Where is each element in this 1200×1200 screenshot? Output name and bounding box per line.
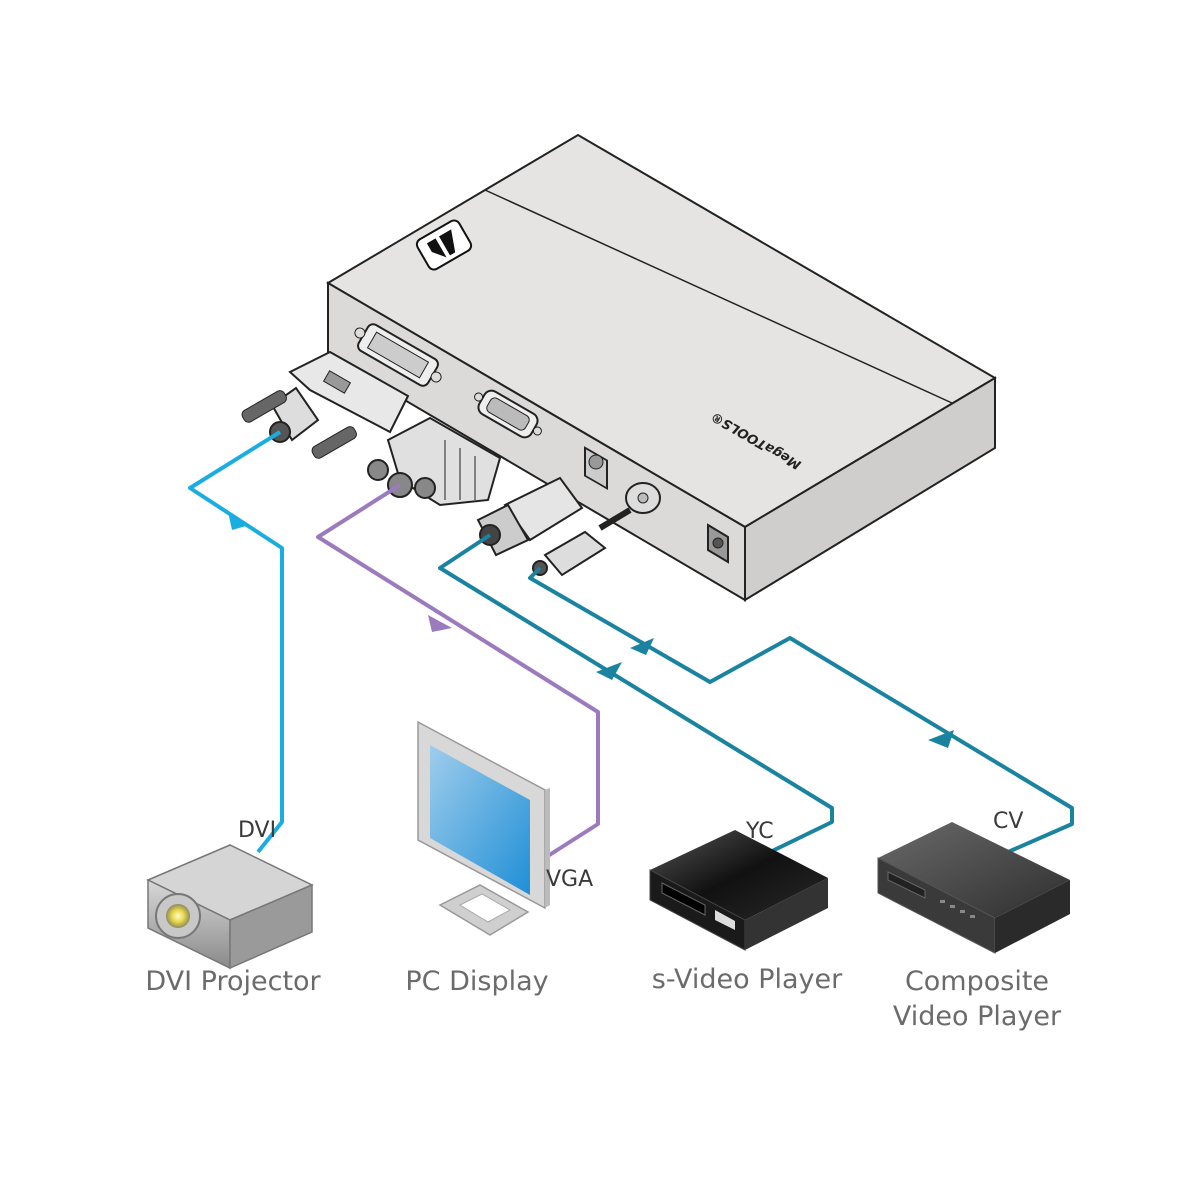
dvi-arrow-icon — [228, 512, 246, 530]
yc-cable — [438, 533, 834, 858]
monitor-icon — [417, 720, 550, 936]
device-lid-seam — [484, 189, 953, 404]
dvi-cable-label: DVI — [238, 818, 276, 843]
display-label: PC Display — [405, 966, 548, 997]
svideo-label: s-Video Player — [652, 964, 843, 995]
composite-label-line1: Composite — [905, 966, 1049, 997]
kramer-logo-icon — [415, 219, 473, 271]
cv-arrow-icon — [630, 638, 654, 655]
yc-arrow-icon — [596, 662, 622, 680]
cv-cable — [528, 566, 1074, 854]
vga-arrow-icon — [428, 615, 452, 632]
vga-cable-label: VGA — [546, 867, 593, 892]
cables — [188, 430, 1074, 863]
flow-arrows — [228, 512, 954, 748]
cv-in-port — [625, 482, 661, 514]
composite-label-line2: Video Player — [893, 1001, 1062, 1032]
vga-out-port — [474, 389, 542, 439]
power-port — [707, 523, 729, 564]
cv-cable-label: CV — [993, 809, 1023, 834]
dvi-out-port — [354, 323, 442, 387]
dvi-cable-plug — [241, 350, 410, 459]
device-side-face — [744, 376, 996, 602]
yc-cable-label: YC — [745, 819, 774, 844]
cv-arrow-2-icon — [928, 730, 954, 748]
dvi-cable — [188, 430, 284, 854]
svideo-player-icon — [649, 830, 828, 951]
yc-in-port — [584, 446, 608, 491]
megatools-device: MegaTOOLS® — [326, 133, 997, 602]
projector-label: DVI Projector — [145, 966, 321, 997]
vga-cable — [316, 483, 600, 863]
composite-player-icon — [877, 822, 1070, 954]
projector-icon — [146, 844, 314, 970]
